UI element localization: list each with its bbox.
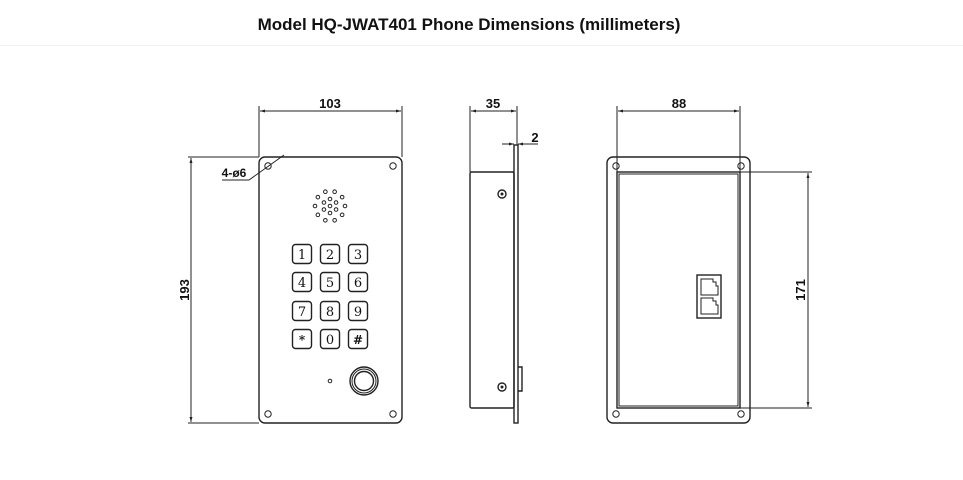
- speaker-hole: [339, 194, 345, 200]
- speaker-hole: [315, 194, 321, 200]
- key-label: 7: [298, 305, 306, 320]
- key-label: *: [299, 333, 306, 347]
- key-8: 8: [319, 300, 341, 322]
- side-button-bump: [518, 366, 523, 392]
- key-label: 8: [326, 305, 334, 320]
- front-plate: [258, 156, 403, 424]
- key-4: 4: [291, 271, 313, 293]
- speaker-hole: [332, 189, 337, 195]
- mounting-holes: [612, 162, 745, 418]
- speaker-hole: [332, 217, 337, 223]
- key-label: 6: [354, 276, 362, 291]
- key-star: *: [291, 328, 313, 350]
- key-label: 9: [354, 305, 362, 320]
- key-3: 3: [347, 243, 369, 265]
- keypad: 1 2 3 4 5 6 7 8 9 * 0 #: [291, 243, 369, 350]
- side-body: [469, 171, 515, 409]
- speaker-hole: [315, 212, 321, 218]
- key-label: 4: [298, 276, 306, 291]
- title-divider: [0, 45, 963, 46]
- key-6: 6: [347, 271, 369, 293]
- key-1: 1: [291, 243, 313, 265]
- back-frame: [606, 156, 751, 424]
- call-button: [349, 366, 379, 396]
- rj45-ports: [696, 274, 722, 319]
- key-label: 2: [326, 248, 334, 263]
- key-label: #: [353, 333, 363, 347]
- speaker-hole: [333, 207, 339, 212]
- hole-label: 4-ø6: [222, 166, 247, 180]
- key-label: 0: [326, 333, 334, 348]
- back-height-label: 171: [793, 279, 808, 301]
- screw-icon: [497, 189, 507, 199]
- key-7: 7: [291, 300, 313, 322]
- page-title: Model HQ-JWAT401 Phone Dimensions (milli…: [257, 15, 681, 34]
- hole-leader-line: [222, 154, 285, 181]
- depth-label: 35: [486, 96, 500, 111]
- microphone-hole: [327, 378, 333, 384]
- key-0: 0: [319, 328, 341, 350]
- key-label: 5: [326, 276, 334, 291]
- speaker-hole: [333, 200, 339, 205]
- speaker-grille: [312, 189, 348, 223]
- speaker-hole: [327, 196, 333, 202]
- front-height-label: 193: [177, 279, 192, 301]
- speaker-hole: [321, 200, 327, 205]
- speaker-hole: [327, 203, 333, 209]
- key-label: 1: [298, 248, 306, 263]
- speaker-hole: [321, 207, 327, 212]
- speaker-hole: [339, 212, 345, 218]
- key-label: 3: [354, 248, 362, 263]
- speaker-hole: [342, 203, 348, 209]
- screw-icon: [497, 382, 507, 392]
- speaker-hole: [327, 210, 333, 216]
- front-width-label: 103: [319, 96, 341, 111]
- plate-thickness-label: 2: [531, 130, 538, 145]
- mounting-holes: [264, 162, 397, 418]
- key-9: 9: [347, 300, 369, 322]
- speaker-hole: [323, 189, 328, 195]
- back-box: [616, 171, 741, 409]
- speaker-hole: [312, 203, 318, 209]
- key-2: 2: [319, 243, 341, 265]
- side-view: 35 2: [469, 96, 539, 424]
- key-5: 5: [319, 271, 341, 293]
- back-view: 88 171: [606, 96, 812, 424]
- back-width-label: 88: [672, 96, 686, 111]
- side-plate: [513, 144, 519, 424]
- key-hash: #: [347, 328, 369, 350]
- front-view: 1 2 3 4 5 6 7 8 9 * 0 # 103 193 4-ø6: [177, 96, 403, 424]
- speaker-hole: [323, 217, 328, 223]
